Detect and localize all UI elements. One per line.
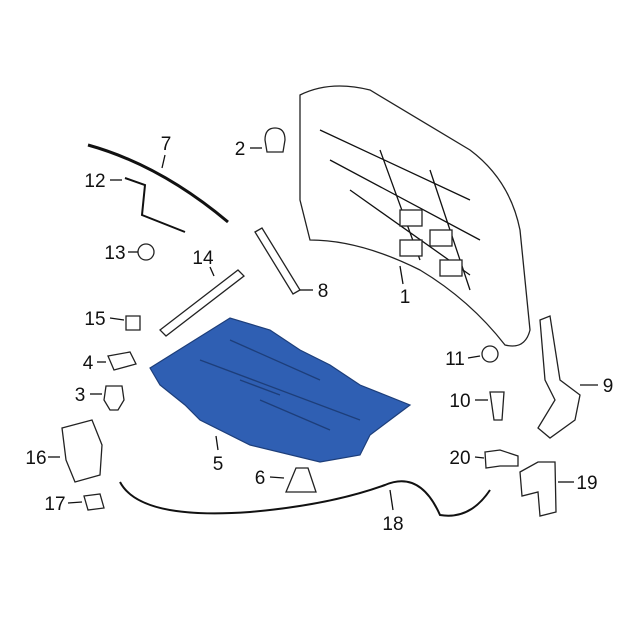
- part-bumper-3[interactable]: [103, 385, 125, 411]
- part-bracket-19[interactable]: [519, 461, 557, 517]
- callout-4: 4: [83, 353, 94, 374]
- callout-18: 18: [382, 514, 403, 535]
- part-hood-strut[interactable]: [159, 269, 245, 337]
- part-bolt-20[interactable]: [484, 449, 519, 469]
- part-bolt-17[interactable]: [83, 493, 105, 511]
- callout-2: 2: [235, 139, 246, 160]
- callout-13: 13: [104, 243, 125, 264]
- part-release-cable[interactable]: [119, 480, 491, 517]
- part-latch[interactable]: [61, 419, 103, 483]
- part-nut-13[interactable]: [137, 243, 155, 261]
- callout-1: 1: [400, 287, 411, 308]
- callout-3: 3: [75, 385, 86, 406]
- part-bolt-10[interactable]: [489, 391, 505, 421]
- part-nut-11[interactable]: [481, 345, 499, 363]
- callout-6: 6: [255, 468, 266, 489]
- callout-7: 7: [161, 134, 172, 155]
- part-hinge[interactable]: [537, 315, 581, 439]
- callout-16: 16: [25, 448, 46, 469]
- callout-9: 9: [603, 376, 614, 397]
- callout-17: 17: [44, 494, 65, 515]
- part-bumper[interactable]: [264, 127, 286, 153]
- part-bolt-15[interactable]: [125, 315, 141, 331]
- part-hood[interactable]: [299, 85, 531, 347]
- callout-19: 19: [576, 473, 597, 494]
- callout-14: 14: [192, 248, 214, 269]
- part-retainer-6[interactable]: [285, 467, 317, 493]
- callout-8: 8: [318, 281, 329, 302]
- callout-5: 5: [213, 454, 224, 475]
- callout-10: 10: [449, 391, 470, 412]
- part-release-cable-clip[interactable]: [124, 177, 186, 233]
- part-seal-8[interactable]: [254, 227, 301, 295]
- part-weatherstrip[interactable]: [87, 143, 229, 224]
- leader-lines: [48, 147, 598, 511]
- callout-15: 15: [84, 309, 105, 330]
- callout-11: 11: [445, 349, 465, 370]
- part-cap-4[interactable]: [107, 351, 137, 371]
- callout-20: 20: [449, 448, 470, 469]
- callout-12: 12: [84, 171, 105, 192]
